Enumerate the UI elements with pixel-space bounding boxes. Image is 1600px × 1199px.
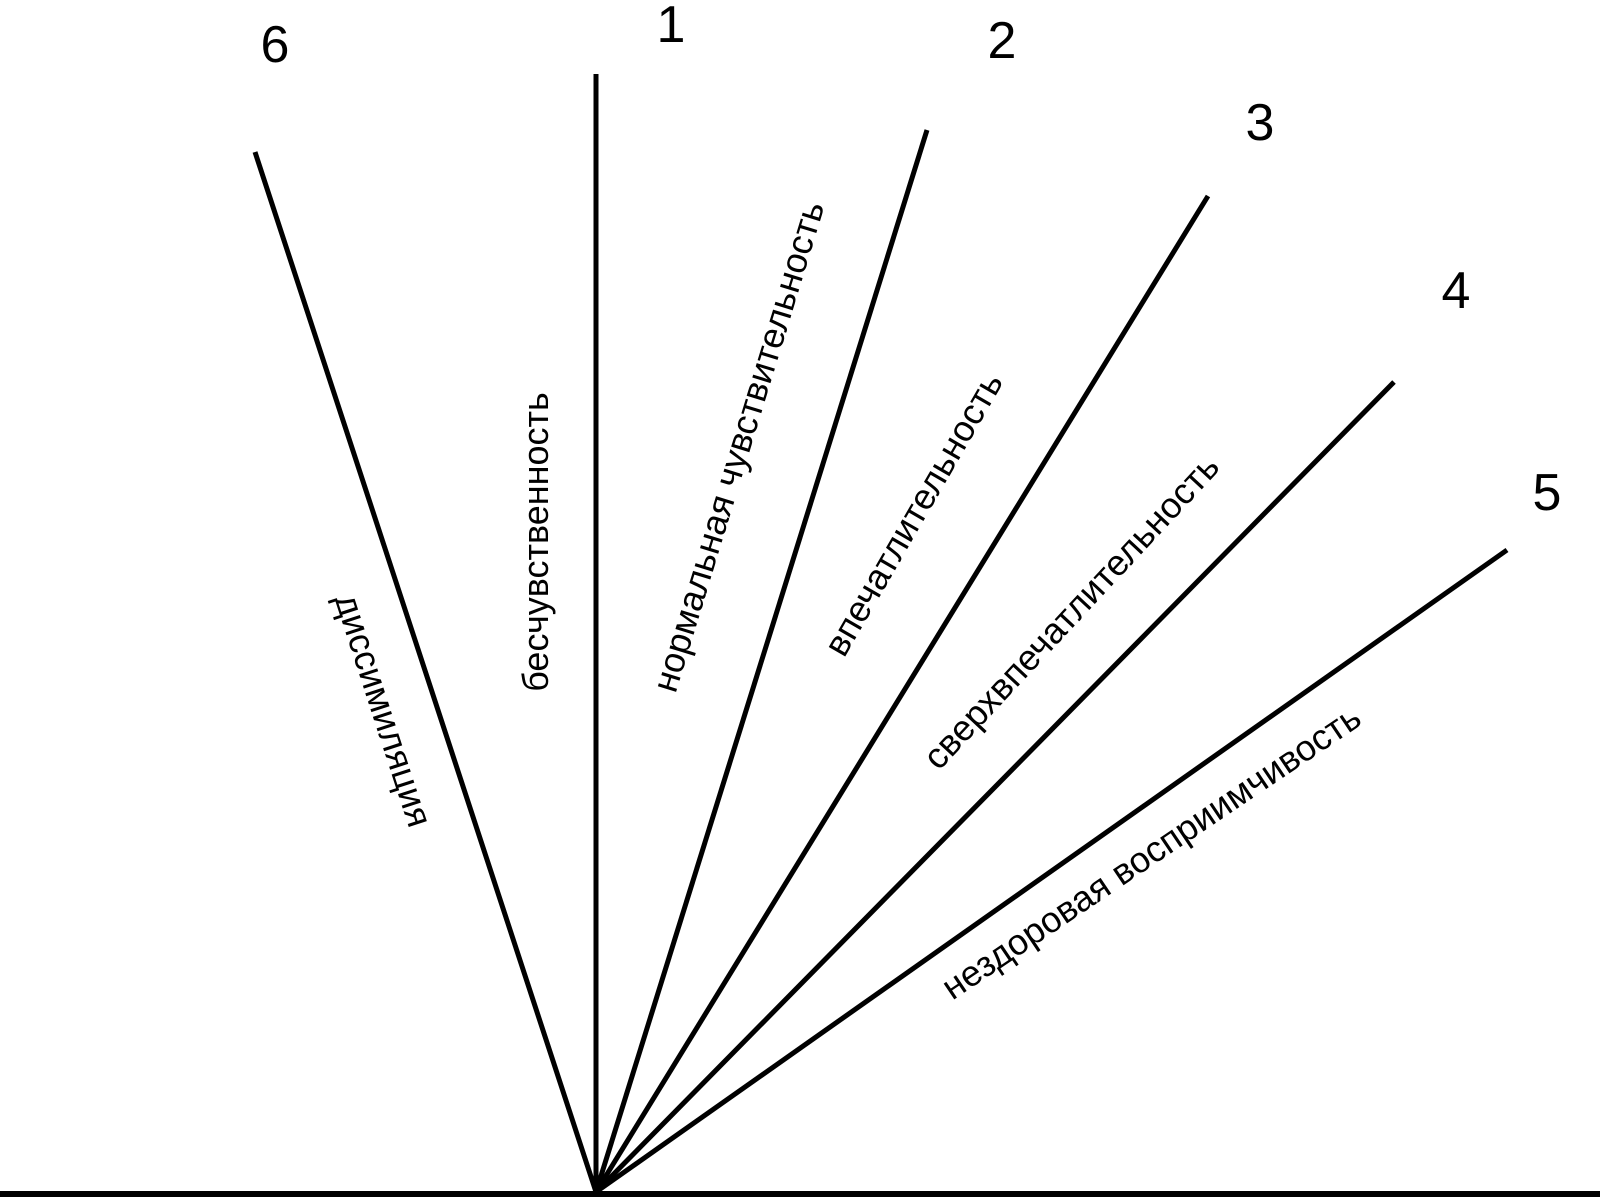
ray-6-caption: диссимиляция	[327, 588, 441, 832]
ray-5-caption: нездоровая восприимчивость	[934, 696, 1368, 1007]
ray-4-caption: сверхвпечатлительность	[915, 446, 1228, 777]
ray-2-line	[593, 129, 930, 1193]
ray-2-caption: нормальная чувствительность	[644, 196, 833, 697]
ray-6-number: 6	[261, 16, 290, 74]
ray-3-number: 3	[1246, 94, 1275, 152]
ray-1-caption: бесчувственность	[515, 392, 556, 692]
ray-4-number: 4	[1442, 262, 1471, 320]
ray-2-number: 2	[988, 12, 1017, 70]
ray-5-number: 5	[1533, 464, 1562, 522]
ray-5-line	[594, 547, 1509, 1195]
ray-1-number: 1	[657, 0, 686, 54]
ray-3-line	[593, 194, 1211, 1194]
ray-3-caption: впечатлительность	[815, 365, 1011, 663]
ray-6-line	[252, 151, 599, 1193]
ray-4-line	[594, 380, 1396, 1194]
